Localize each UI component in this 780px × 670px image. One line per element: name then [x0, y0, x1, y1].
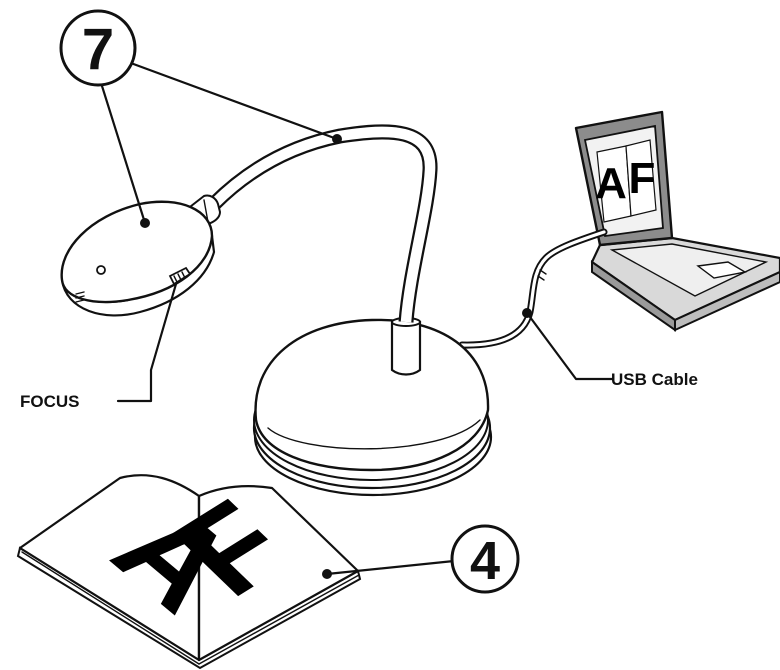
callout-4-number: 4 [470, 531, 500, 591]
camera-head [60, 194, 222, 317]
camera-base [252, 318, 493, 497]
usb-cable [458, 228, 608, 349]
usb-leader [522, 308, 614, 381]
open-book [16, 474, 362, 670]
callout-7 [59, 9, 339, 225]
laptop [574, 110, 780, 332]
screen-letter-a: A [595, 159, 627, 208]
usb-cable-label: USB Cable [611, 370, 698, 389]
screen-letter-f: F [629, 154, 656, 203]
callout-7-number: 7 [82, 17, 114, 82]
callout-4 [325, 524, 520, 594]
neck-collar [390, 317, 422, 376]
focus-label: FOCUS [20, 392, 80, 411]
focus-leader [116, 282, 178, 403]
gooseneck-arm [208, 124, 438, 323]
